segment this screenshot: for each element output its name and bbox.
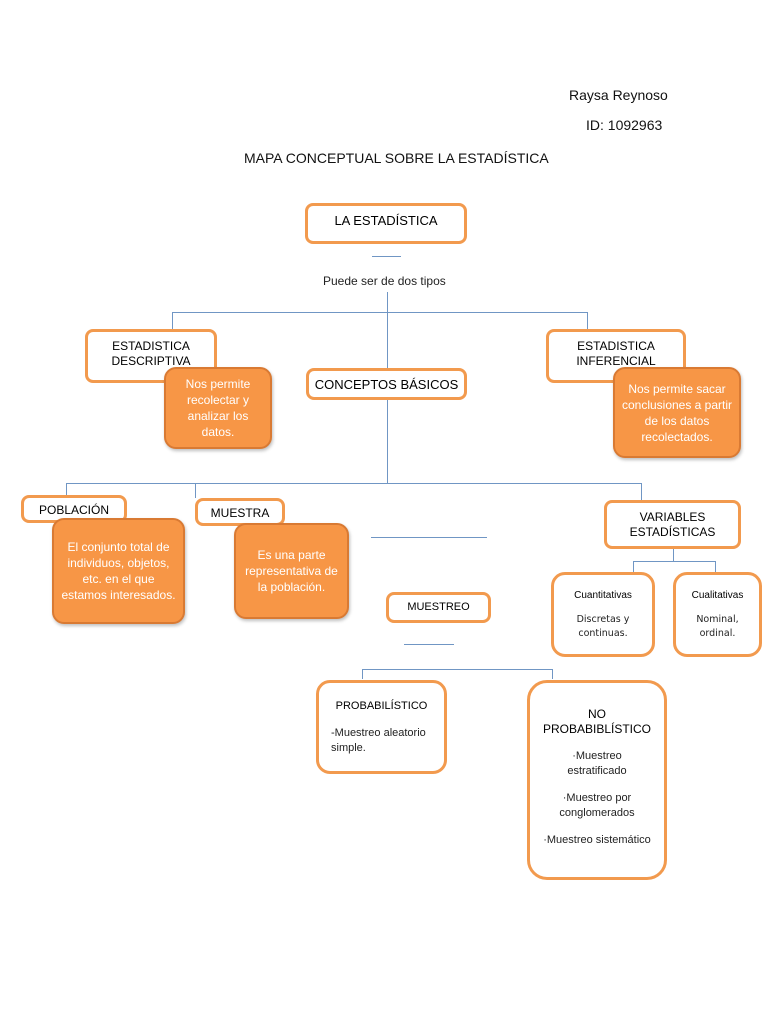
node-label-line1: VARIABLES <box>639 509 706 524</box>
connector-line <box>372 256 401 257</box>
connector-line <box>633 561 634 572</box>
list-item: -Muestreo aleatorio <box>331 727 426 739</box>
node-label: Cualitativas <box>691 590 744 601</box>
connector-line <box>371 537 487 538</box>
connector-line <box>362 669 553 670</box>
node-variables-estadisticas: VARIABLES ESTADÍSTICAS <box>604 500 741 549</box>
node-label: LA ESTADÍSTICA <box>334 213 438 228</box>
connector-line <box>552 669 553 679</box>
note-muestra: Es una parte representativa de la poblac… <box>234 523 349 619</box>
student-id: ID: 1092963 <box>586 117 663 133</box>
list-item: ·Muestreo sistemático <box>543 834 651 846</box>
node-label-line2: PROBABIBLÍSTICO <box>542 722 652 736</box>
connector-line <box>362 669 363 679</box>
page-title: MAPA CONCEPTUAL SOBRE LA ESTADÍSTICA <box>244 150 549 166</box>
node-la-estadistica: LA ESTADÍSTICA <box>305 203 467 244</box>
connector-line <box>404 644 454 645</box>
node-label: MUESTREO <box>407 601 470 613</box>
node-label-line2: DESCRIPTIVA <box>111 354 191 368</box>
list-item: simple. <box>331 742 366 754</box>
node-desc-line2: continuas. <box>578 628 628 639</box>
connector-line <box>715 561 716 572</box>
connector-line <box>195 483 196 498</box>
author-name: Raysa Reynoso <box>569 87 668 103</box>
list-item: ·Muestreo por conglomerados <box>559 792 635 819</box>
list-item: ·Muestreo estratificado <box>567 750 627 777</box>
note-inferencial: Nos permite sacar conclusiones a partir … <box>613 367 741 458</box>
node-desc-line1: Nominal, <box>696 614 739 625</box>
connector-line <box>172 312 173 330</box>
note-poblacion: El conjunto total de individuos, objetos… <box>52 518 185 624</box>
node-label-line2: ESTADÍSTICAS <box>629 524 716 539</box>
node-cualitativas: Cualitativas Nominal, ordinal. <box>673 572 762 657</box>
node-muestra: MUESTRA <box>195 498 285 526</box>
node-label: CONCEPTOS BÁSICOS <box>314 376 459 392</box>
connector-line <box>641 483 642 501</box>
connector-line <box>633 561 715 562</box>
connector-line <box>172 312 588 313</box>
node-label-line1: ESTADISTICA <box>577 339 655 353</box>
node-label: Cuantitativas <box>574 590 632 601</box>
connector-line <box>673 549 674 561</box>
node-muestreo: MUESTREO <box>386 592 491 623</box>
node-label: MUESTRA <box>210 506 270 520</box>
node-label: PROBABILÍSTICO <box>335 700 428 712</box>
node-conceptos-basicos: CONCEPTOS BÁSICOS <box>306 368 467 400</box>
connector-line <box>587 312 588 330</box>
node-desc-line1: Discretas y <box>576 614 630 625</box>
node-cuantitativas: Cuantitativas Discretas y continuas. <box>551 572 655 657</box>
node-desc-line2: ordinal. <box>699 628 736 639</box>
note-descriptiva: Nos permite recolectar y analizar los da… <box>164 367 272 449</box>
connector-line <box>66 483 642 484</box>
connector-line <box>66 483 67 496</box>
connector-text: Puede ser de dos tipos <box>323 274 446 288</box>
node-label-line2: INFERENCIAL <box>576 354 656 368</box>
node-no-probabilistico: NO PROBABIBLÍSTICO ·Muestreo estratifica… <box>527 680 667 880</box>
node-label-line1: ESTADISTICA <box>112 339 190 353</box>
node-label-line1: NO <box>588 707 606 721</box>
node-probabilistico: PROBABILÍSTICO -Muestreo aleatorio simpl… <box>316 680 447 774</box>
node-label: POBLACIÓN <box>38 503 110 517</box>
